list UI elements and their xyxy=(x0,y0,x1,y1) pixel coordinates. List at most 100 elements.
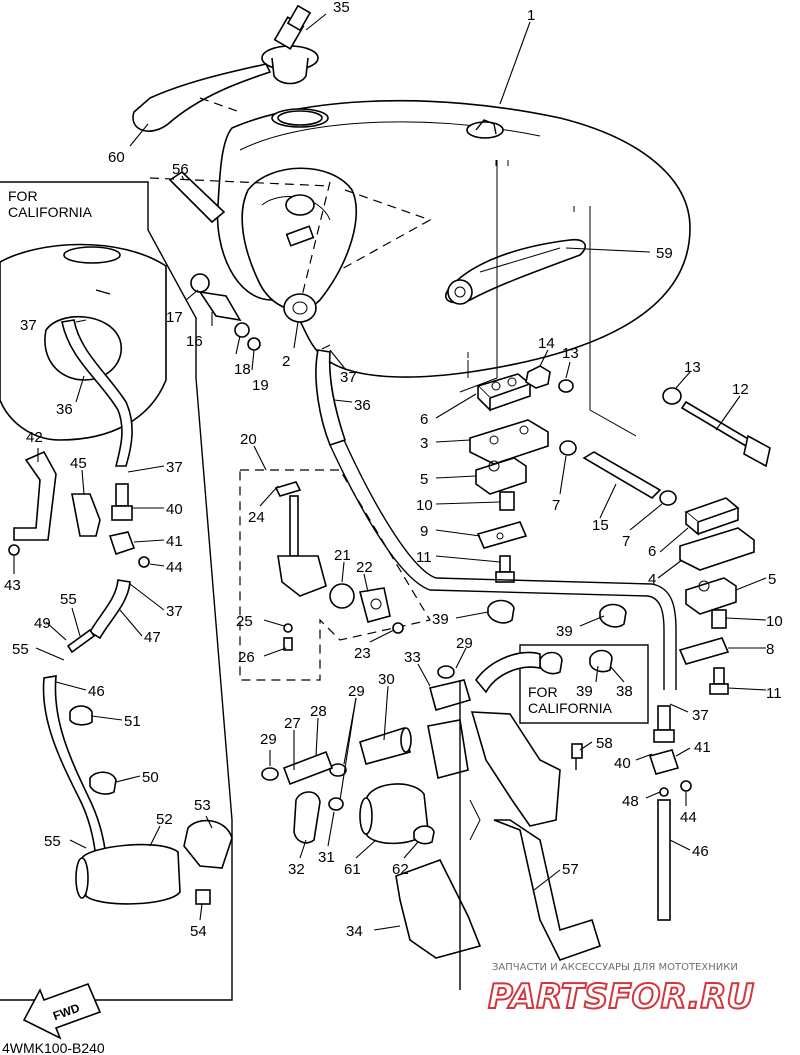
assembly-20-outline xyxy=(239,469,431,681)
callout-21: 21 xyxy=(334,547,351,564)
callout-59: 59 xyxy=(656,245,673,262)
callout-25: 25 xyxy=(236,613,253,630)
callout-46: 46 xyxy=(88,683,105,700)
callout-50: 50 xyxy=(142,769,159,786)
diagram-code: 4WMK100-B240 xyxy=(2,1040,105,1055)
callout-55: 55 xyxy=(12,641,29,658)
callout-13: 13 xyxy=(684,359,701,376)
leader-lines xyxy=(13,13,767,931)
california-inset-clamps xyxy=(539,649,613,675)
callout-5: 5 xyxy=(420,471,428,488)
callout-43: 43 xyxy=(4,577,21,594)
mounting-hardware xyxy=(469,365,771,695)
callout-37: 37 xyxy=(340,369,357,386)
callout-42: 42 xyxy=(26,429,43,446)
callout-3: 3 xyxy=(420,435,428,452)
fuel-tank xyxy=(216,99,691,378)
callout-6: 6 xyxy=(420,411,428,428)
fuel-pump-area xyxy=(261,651,583,845)
callout-9: 9 xyxy=(420,523,428,540)
callout-1: 1 xyxy=(527,7,535,24)
watermark-brand: PARTSFOR.RU xyxy=(488,977,754,1017)
callout-10: 10 xyxy=(416,497,433,514)
california-hoses xyxy=(8,319,233,905)
fuel-cock-parts xyxy=(190,273,317,351)
callout-39: 39 xyxy=(556,623,573,640)
callout-7: 7 xyxy=(622,533,630,550)
callout-41: 41 xyxy=(166,533,183,550)
callout-31: 31 xyxy=(318,849,335,866)
callout-34: 34 xyxy=(346,923,363,940)
callout-57: 57 xyxy=(562,861,579,878)
callout-20: 20 xyxy=(240,431,257,448)
callout-4: 4 xyxy=(648,571,656,588)
hose-clamps xyxy=(487,599,627,628)
callout-28: 28 xyxy=(310,703,327,720)
cover-34 xyxy=(395,859,482,959)
callout-6: 6 xyxy=(648,543,656,560)
callout-27: 27 xyxy=(284,715,301,732)
hose-36-center xyxy=(315,349,347,446)
fuel-cock-assembly xyxy=(274,481,404,651)
callout-12: 12 xyxy=(732,381,749,398)
callout-45: 45 xyxy=(70,455,87,472)
callout-8: 8 xyxy=(766,641,774,658)
callout-46: 46 xyxy=(692,843,709,860)
callout-24: 24 xyxy=(248,509,265,526)
callout-39: 39 xyxy=(432,611,449,628)
callout-numbers: 1356056591716181923736373614131312635710… xyxy=(4,0,783,940)
watermark-caption: ЗАПЧАСТИ И АКСЕССУАРЫ ДЛЯ МОТОТЕХНИКИ xyxy=(492,962,738,973)
callout-40: 40 xyxy=(614,755,631,772)
long-hose xyxy=(329,444,665,690)
callout-37: 37 xyxy=(166,459,183,476)
callout-23: 23 xyxy=(354,645,371,662)
fwd-arrow: FWD xyxy=(22,982,102,1040)
callout-36: 36 xyxy=(354,397,371,414)
california-tank xyxy=(0,243,167,441)
callout-26: 26 xyxy=(238,649,255,666)
callout-60: 60 xyxy=(108,149,125,166)
callout-53: 53 xyxy=(194,797,211,814)
callout-37: 37 xyxy=(692,707,709,724)
tank-cap xyxy=(261,4,323,126)
callout-15: 15 xyxy=(592,517,609,534)
callout-47: 47 xyxy=(144,629,161,646)
pump-bracket xyxy=(469,711,601,961)
callout-13: 13 xyxy=(562,345,579,362)
callout-29: 29 xyxy=(260,731,277,748)
callout-55: 55 xyxy=(44,833,61,850)
callout-44: 44 xyxy=(680,809,697,826)
callout-7: 7 xyxy=(552,497,560,514)
california-panel-outline xyxy=(0,181,233,1001)
callout-11: 11 xyxy=(766,685,782,702)
callout-11: 11 xyxy=(416,549,432,566)
callout-37: 37 xyxy=(20,317,37,334)
callout-2: 2 xyxy=(282,353,290,370)
callout-44: 44 xyxy=(166,559,183,576)
callout-54: 54 xyxy=(190,923,207,940)
callout-37: 37 xyxy=(166,603,183,620)
callout-29: 29 xyxy=(348,683,365,700)
callout-52: 52 xyxy=(156,811,173,828)
callout-40: 40 xyxy=(166,501,183,518)
callout-39: 39 xyxy=(576,683,593,700)
callout-5: 5 xyxy=(768,571,776,588)
callout-30: 30 xyxy=(378,671,395,688)
callout-55: 55 xyxy=(60,591,77,608)
callout-14: 14 xyxy=(538,335,555,352)
callout-10: 10 xyxy=(766,613,783,630)
callout-36: 36 xyxy=(56,401,73,418)
callout-51: 51 xyxy=(124,713,141,730)
callout-38: 38 xyxy=(616,683,633,700)
callout-61: 61 xyxy=(344,861,361,878)
california-inset-box xyxy=(519,644,649,724)
callout-17: 17 xyxy=(166,309,183,326)
callout-48: 48 xyxy=(622,793,639,810)
callout-41: 41 xyxy=(694,739,711,756)
callout-58: 58 xyxy=(596,735,613,752)
hose-56 xyxy=(168,170,226,224)
callout-62: 62 xyxy=(392,861,409,878)
